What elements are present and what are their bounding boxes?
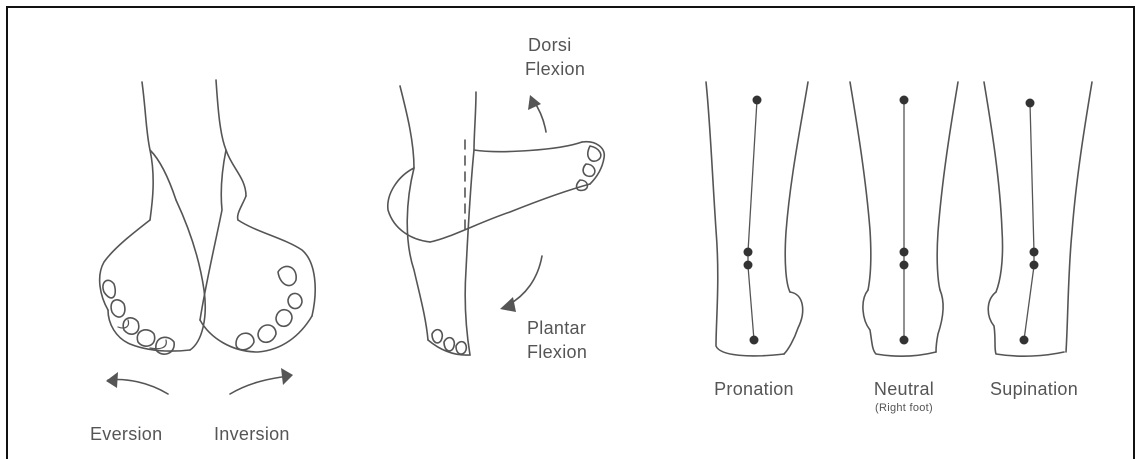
neutral-label: Neutral xyxy=(874,379,934,400)
plantar-flexion-arrowhead xyxy=(500,297,516,312)
inversion-arrow xyxy=(230,376,290,394)
pronation-label: Pronation xyxy=(714,379,794,400)
neutral-sublabel: (Right foot) xyxy=(875,402,933,414)
dorsi-label: Dorsi xyxy=(528,35,572,56)
pronation-leg-drawing xyxy=(706,82,808,356)
everted-foot-drawing xyxy=(100,82,206,354)
eversion-arrowhead xyxy=(106,372,118,388)
supination-leg-drawing xyxy=(984,82,1092,356)
plantar-label: Plantar xyxy=(527,318,586,339)
flexion-foot-drawing xyxy=(388,0,604,355)
dorsi-flexion-label: Flexion xyxy=(525,59,585,80)
neutral-leg-drawing xyxy=(850,82,958,356)
supination-label: Supination xyxy=(990,379,1078,400)
inverted-foot-drawing xyxy=(200,80,315,352)
dorsi-flexion-arrowhead xyxy=(528,95,541,110)
eversion-label: Eversion xyxy=(90,424,162,445)
inversion-arrowhead xyxy=(281,368,293,385)
plantar-flexion-label: Flexion xyxy=(527,342,587,363)
inversion-label: Inversion xyxy=(214,424,290,445)
